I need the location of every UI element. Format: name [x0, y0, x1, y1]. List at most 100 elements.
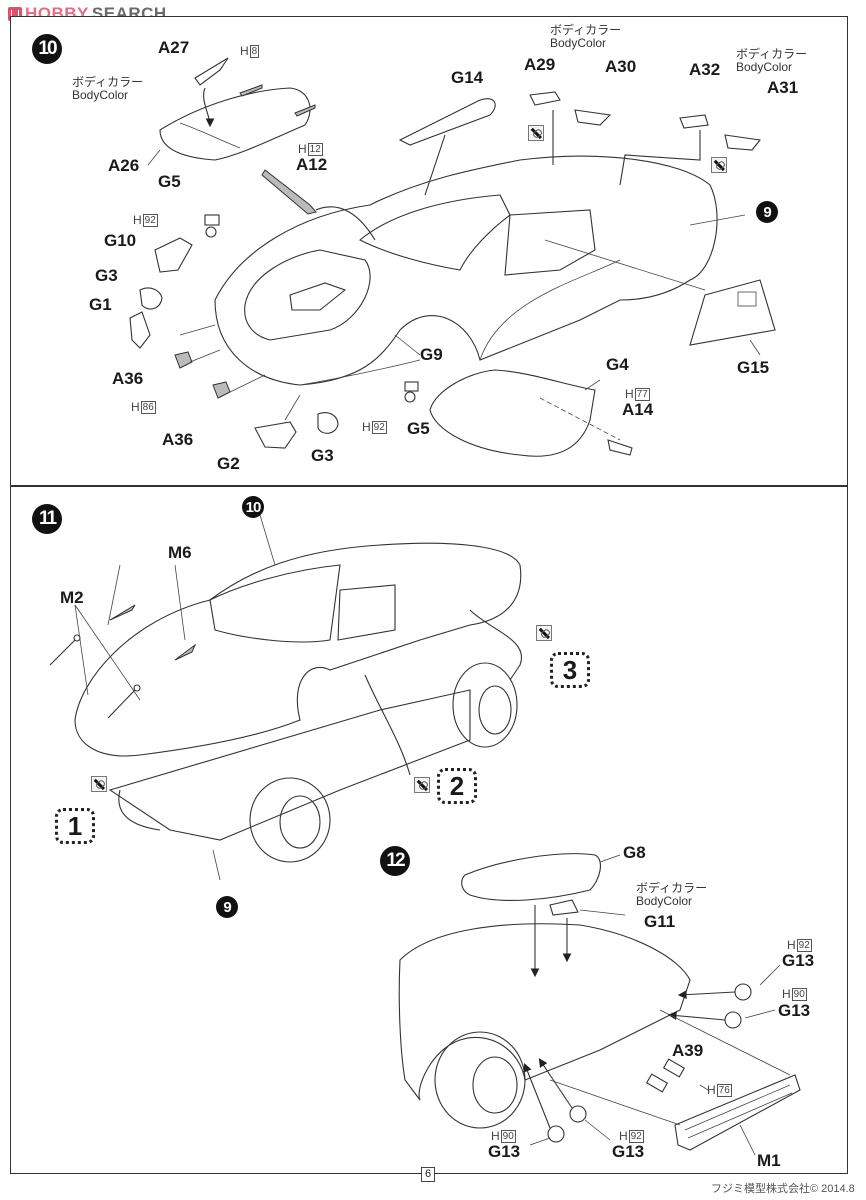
- step11-side-window: [337, 584, 396, 641]
- part-g3-bottom-shape: [317, 412, 339, 434]
- label-a14: A14: [622, 400, 654, 419]
- part-a26-shape: [159, 87, 311, 161]
- label-m6: M6: [168, 543, 192, 562]
- part-a30-shape: [574, 109, 612, 126]
- part-g15-shape: [689, 279, 776, 346]
- copyright-footer: フジミ模型株式会社© 2014.8: [711, 1183, 855, 1195]
- label-m1: M1: [757, 1151, 781, 1170]
- label-g9: G9: [420, 345, 443, 364]
- label-g10: G10: [104, 231, 137, 250]
- label-a36-bottom: A36: [162, 430, 194, 449]
- part-a29-shape: [529, 91, 561, 106]
- label-a30: A30: [605, 57, 637, 76]
- label-g1: G1: [89, 295, 112, 314]
- label-g5-top: G5: [158, 172, 181, 191]
- step11-chassis: [108, 689, 471, 841]
- label-g4: G4: [606, 355, 629, 374]
- part-a14-shape: [607, 439, 633, 456]
- step-number-10: 10: [32, 34, 62, 64]
- part-a12-shape: [261, 169, 317, 215]
- part-m6-a: [109, 604, 136, 621]
- part-m2-b: [107, 689, 136, 719]
- part-g9-shape: [289, 282, 347, 311]
- label-a26: A26: [108, 156, 140, 175]
- cement-icon-sub2: [414, 777, 430, 793]
- part-m6-b: [174, 643, 197, 661]
- label-m2: M2: [60, 588, 84, 607]
- part-a39-a: [645, 1073, 669, 1093]
- step11-windscreen: [209, 564, 341, 643]
- subassembly-ref-1: 1: [55, 808, 95, 844]
- step-number-11: 11: [32, 504, 62, 534]
- part-g4-shape: [429, 369, 596, 457]
- part-g13-r2-shape: [724, 1011, 742, 1029]
- part-g10-shape: [154, 237, 193, 273]
- windscreen: [359, 194, 511, 271]
- body-reference-9: 9: [756, 201, 778, 223]
- side-window: [504, 209, 596, 276]
- label-g3-bottom: G3: [311, 446, 334, 465]
- part-m2-a: [49, 639, 76, 666]
- cement-icon-a32: [711, 157, 727, 173]
- part-g11-shape: [549, 899, 579, 916]
- body-reference-10: 10: [242, 496, 264, 518]
- part-a27-shape: [194, 57, 229, 86]
- cement-icon-sub3: [536, 625, 552, 641]
- step12-rear-body: [398, 923, 691, 1101]
- part-a32-shape: [679, 114, 709, 129]
- label-g13-r1: G13: [782, 951, 815, 970]
- label-a36-top: A36: [112, 369, 144, 388]
- label-g5-bottom: G5: [407, 419, 430, 438]
- part-g13-r1-shape: [734, 983, 752, 1001]
- chassis-reference-9: 9: [216, 896, 238, 918]
- label-g13-r2: G13: [778, 1001, 811, 1020]
- part-g2-shape: [254, 421, 297, 449]
- part-g8-shape: [461, 853, 601, 901]
- step-10-panel: [10, 16, 848, 486]
- step11-rear-wheel: [452, 662, 518, 748]
- page-number: 6: [421, 1167, 436, 1182]
- label-g14: G14: [451, 68, 484, 87]
- label-a27: A27: [158, 38, 190, 57]
- part-g14-shape: [398, 98, 496, 146]
- hood-opening: [244, 249, 371, 341]
- label-a39: A39: [672, 1041, 704, 1060]
- label-g13-b2: G13: [612, 1142, 645, 1161]
- subassembly-ref-2: 2: [437, 768, 477, 804]
- step-number-12: 12: [380, 846, 410, 876]
- part-g5-bottom-shape: [404, 381, 419, 392]
- label-g8: G8: [623, 843, 646, 862]
- part-g13-b1-shape: [547, 1125, 565, 1143]
- part-g13-b2-shape: [569, 1105, 587, 1123]
- label-g2: G2: [217, 454, 240, 473]
- cement-icon-sub1: [91, 776, 107, 792]
- label-g13-b1: G13: [488, 1142, 521, 1161]
- label-a12: A12: [296, 155, 328, 174]
- part-g3-top-shape: [139, 287, 163, 310]
- step11-front-wheel: [249, 777, 331, 863]
- part-a31-shape: [724, 134, 762, 151]
- subassembly-ref-3: 3: [550, 652, 590, 688]
- label-a31: A31: [767, 78, 799, 97]
- step11-body-outline: [74, 542, 522, 757]
- part-m1-shape: [674, 1074, 801, 1151]
- label-a29: A29: [524, 55, 556, 74]
- car-body-outline: [214, 155, 718, 386]
- label-a32: A32: [689, 60, 721, 79]
- step-11-12-panel: [10, 486, 848, 1174]
- step12-rear-wheel: [434, 1031, 526, 1129]
